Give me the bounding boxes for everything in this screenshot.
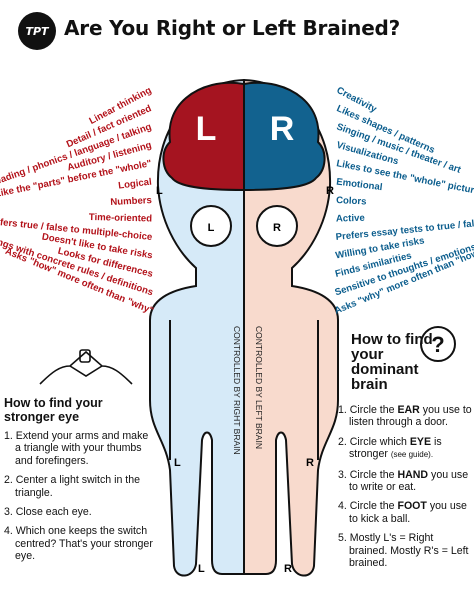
left-trait: Numbers [110, 195, 152, 208]
dominant-step-3: 3. Circle the HAND you use to write or e… [338, 468, 469, 494]
body-left-half [149, 78, 245, 577]
right-hand-label[interactable]: R [306, 457, 314, 469]
right-brain [243, 81, 326, 192]
eye-test-title: How to find your stronger eye [4, 396, 103, 424]
dominant-step-4: 4. Circle the FOOT you use to kick a bal… [338, 500, 467, 525]
right-trait: Colors [336, 195, 367, 207]
dominant-step-1: 1. Circle the EAR you use to listen thro… [338, 404, 472, 429]
left-foot-label[interactable]: L [198, 563, 205, 575]
tpt-logo: TPT [18, 12, 56, 50]
hand-triangle-icon [39, 349, 133, 385]
left-hand-label[interactable]: L [174, 457, 181, 469]
eye-step-2: 2. Center a light switch in the triangle… [4, 474, 141, 499]
brain-right-letter: R [270, 110, 295, 148]
svg-text:?: ? [431, 332, 444, 357]
right-ear-label[interactable]: R [326, 185, 334, 197]
right-trait: Active [336, 213, 365, 225]
left-ear-label[interactable]: L [156, 185, 163, 197]
right-eye-label: R [273, 222, 281, 234]
body-left-label: CONTROLLED BY RIGHT BRAIN [232, 326, 242, 455]
left-trait: Time-oriented [89, 212, 153, 225]
brain-left-letter: L [196, 110, 217, 148]
right-trait: Emotional [336, 177, 383, 194]
dominant-steps: 1. Circle the EAR you use to listen thro… [338, 404, 474, 576]
right-foot-label[interactable]: R [284, 563, 292, 575]
left-eye-label: L [208, 222, 215, 234]
body-right-label: CONTROLLED BY LEFT BRAIN [254, 326, 264, 449]
eye-step-1: 1. Extend your arms and make a triangle … [4, 430, 149, 467]
eye-step-3: 3. Close each eye. [4, 506, 92, 519]
eye-test-steps: 1. Extend your arms and make a triangle … [4, 430, 154, 570]
left-eye[interactable] [190, 205, 232, 247]
left-trait: Logical [118, 177, 153, 192]
page-title: Are You Right or Left Brained? [64, 16, 401, 40]
left-brain [162, 81, 245, 192]
eye-step-4: 4. Which one keeps the switch centred? T… [4, 525, 153, 563]
right-eye[interactable] [256, 205, 298, 247]
dominant-step-2: 2. Circle which EYE is stronger (see gui… [338, 435, 442, 461]
dominant-step-5: 5. Mostly L's = Right brained. Mostly R'… [338, 532, 469, 570]
dominant-title: How to find your dominant brain [351, 331, 433, 393]
body-right-half [243, 78, 339, 577]
header: TPT Are You Right or Left Brained? [0, 0, 474, 52]
question-icon [420, 326, 456, 362]
